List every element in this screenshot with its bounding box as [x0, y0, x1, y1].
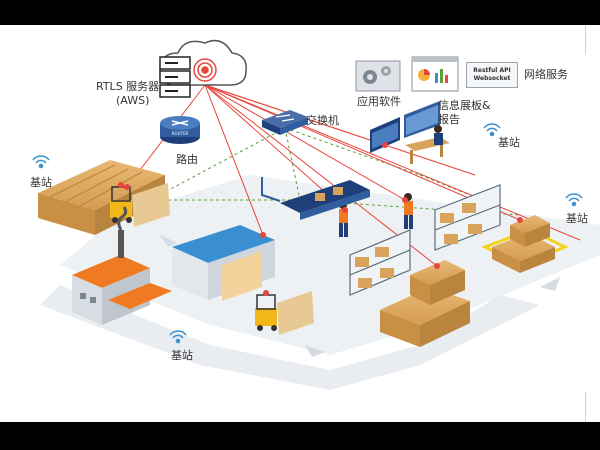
- rtls-server: [160, 41, 246, 97]
- dashboard-icon: [412, 57, 458, 91]
- radio-signal-icon: [194, 59, 216, 81]
- wifi-icon-2: [484, 124, 500, 135]
- dashboard-report-label-line2: 报告: [438, 113, 460, 126]
- top-black-bar: [0, 0, 600, 25]
- base-station-label-3: 基站: [566, 212, 588, 225]
- api-service-box: Restful API Websocket: [466, 62, 518, 88]
- network-service-label: 网络服务: [524, 68, 568, 81]
- server-rack-icon: [160, 57, 190, 97]
- dashboard-report-label-line1: 信息展板&: [438, 99, 491, 112]
- location-tag: [402, 197, 408, 203]
- wifi-icon-3: [566, 194, 582, 206]
- api-restful-label: Restful API: [467, 67, 517, 75]
- location-tag: [124, 184, 130, 190]
- router-label: 路由: [176, 153, 198, 166]
- base-station-label-2: 基站: [498, 136, 520, 149]
- location-tag: [517, 217, 523, 223]
- base-station-label-1: 基站: [30, 176, 52, 189]
- bottom-black-bar: [0, 422, 600, 450]
- wifi-icon-1: [33, 156, 49, 167]
- location-tag: [342, 207, 348, 213]
- location-tag: [434, 263, 440, 269]
- api-websocket-label: Websocket: [467, 75, 517, 83]
- rtls-server-label: RTLS 服务器: [96, 80, 159, 93]
- switch-label: 交换机: [306, 114, 339, 127]
- location-tag: [382, 142, 388, 148]
- app-software-icon: [356, 61, 400, 91]
- switch-icon: [262, 110, 308, 135]
- router-badge: ROUTER: [172, 131, 189, 136]
- app-software-label: 应用软件: [357, 95, 401, 108]
- base-station-label-4: 基站: [171, 349, 193, 362]
- location-tag: [260, 232, 266, 238]
- router-icon: ROUTER: [160, 116, 200, 144]
- aws-label: (AWS): [116, 94, 149, 107]
